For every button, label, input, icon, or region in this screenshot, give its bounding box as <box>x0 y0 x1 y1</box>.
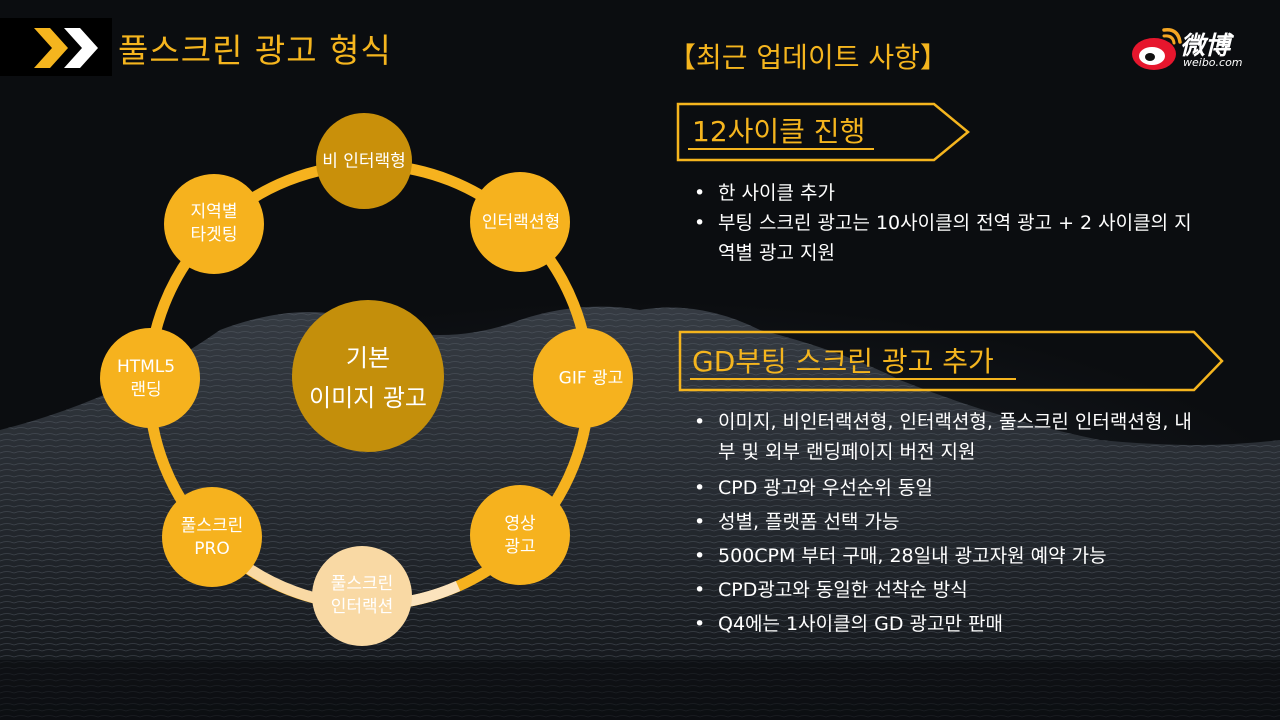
center-label-line1: 기본 <box>345 344 391 372</box>
node-label-line2: PRO <box>194 539 230 559</box>
node-label-line1: 인터랙션형 <box>481 212 561 233</box>
section1-banner: 12사이클 진행 <box>676 102 972 162</box>
node-label-fullscreen-interactive: 풀스크린 인터랙션 <box>331 573 394 619</box>
node-label-line2: 타겟팅 <box>190 225 238 245</box>
node-label-fullscreen-pro: 풀스크린 PRO <box>181 515 244 561</box>
node-label-line2: 인터랙션 <box>330 597 394 617</box>
banner-arrow-shape <box>676 102 970 162</box>
node-label-video: 영상 광고 <box>504 513 535 559</box>
node-fullscreen-interactive <box>312 546 412 646</box>
section2-bullets: 이미지, 비인터랙션형, 인터랙션형, 풀스크린 인터랙션형, 내부 및 외부 … <box>694 407 1208 639</box>
bullet-item: 500CPM 부터 구매, 28일내 광고자원 예약 가능 <box>694 541 1208 571</box>
node-fullscreen-pro <box>162 487 262 587</box>
center-node <box>292 300 444 452</box>
section1-underline <box>688 148 874 150</box>
banner-arrow-shape <box>678 330 1224 392</box>
node-label-line1: 풀스크린 <box>330 574 394 594</box>
node-label-regional: 지역별 타겟팅 <box>191 201 238 247</box>
center-node-label: 기본 이미지 광고 <box>309 338 427 418</box>
node-gif <box>533 328 633 428</box>
logo-url-text: weibo.com <box>1183 56 1243 69</box>
node-non-interactive <box>316 113 412 209</box>
center-label-line2: 이미지 광고 <box>308 384 428 412</box>
node-label-line1: 풀스크린 <box>180 516 244 536</box>
bullet-item: 부팅 스크린 광고는 10사이클의 전역 광고 + 2 사이클의 지역별 광고 … <box>694 208 1204 268</box>
node-label-line2: 랜딩 <box>130 380 162 400</box>
weibo-logo-icon <box>1132 28 1182 70</box>
bullet-item: Q4에는 1사이클의 GD 광고만 판매 <box>694 609 1208 639</box>
section1-bullets: 한 사이클 추가 부팅 스크린 광고는 10사이클의 전역 광고 + 2 사이클… <box>694 178 1204 268</box>
page-title: 풀스크린 광고 형식 <box>118 31 392 70</box>
node-label-html5: HTML5 랜딩 <box>117 356 175 402</box>
section2-underline <box>690 378 1016 380</box>
node-html5 <box>100 328 200 428</box>
bullet-item: 이미지, 비인터랙션형, 인터랙션형, 풀스크린 인터랙션형, 내부 및 외부 … <box>694 407 1208 467</box>
section2-banner: GD부팅 스크린 광고 추가 <box>678 330 1226 392</box>
node-label-line1: 비 인터랙형 <box>322 151 406 172</box>
bullet-item: 한 사이클 추가 <box>694 178 1204 208</box>
bullet-item: CPD광고와 동일한 선착순 방식 <box>694 575 1208 605</box>
section2-title: GD부팅 스크린 광고 추가 <box>692 345 994 378</box>
bullet-item: CPD 광고와 우선순위 동일 <box>694 473 1208 503</box>
node-interactive <box>470 172 570 272</box>
node-regional <box>164 174 264 274</box>
double-chevron-icon <box>34 28 98 68</box>
logo-brand-text: 微博 <box>1180 31 1231 60</box>
updates-title: 【최근 업데이트 사항】 <box>668 41 948 74</box>
node-video <box>470 485 570 585</box>
node-label-non-interactive: 비 인터랙형 <box>322 151 406 174</box>
bullet-item: 성별, 플랫폼 선택 가능 <box>694 507 1208 537</box>
node-label-interactive: 인터랙션형 <box>482 212 560 235</box>
node-label-gif: GIF 광고 <box>559 368 624 391</box>
node-label-line2: 광고 <box>504 537 536 557</box>
node-label-line1: GIF 광고 <box>558 368 624 389</box>
section1-title: 12사이클 진행 <box>692 115 866 148</box>
node-label-line1: 지역별 <box>190 202 238 222</box>
node-label-line1: 영상 <box>504 514 536 534</box>
node-label-line1: HTML5 <box>116 357 176 377</box>
